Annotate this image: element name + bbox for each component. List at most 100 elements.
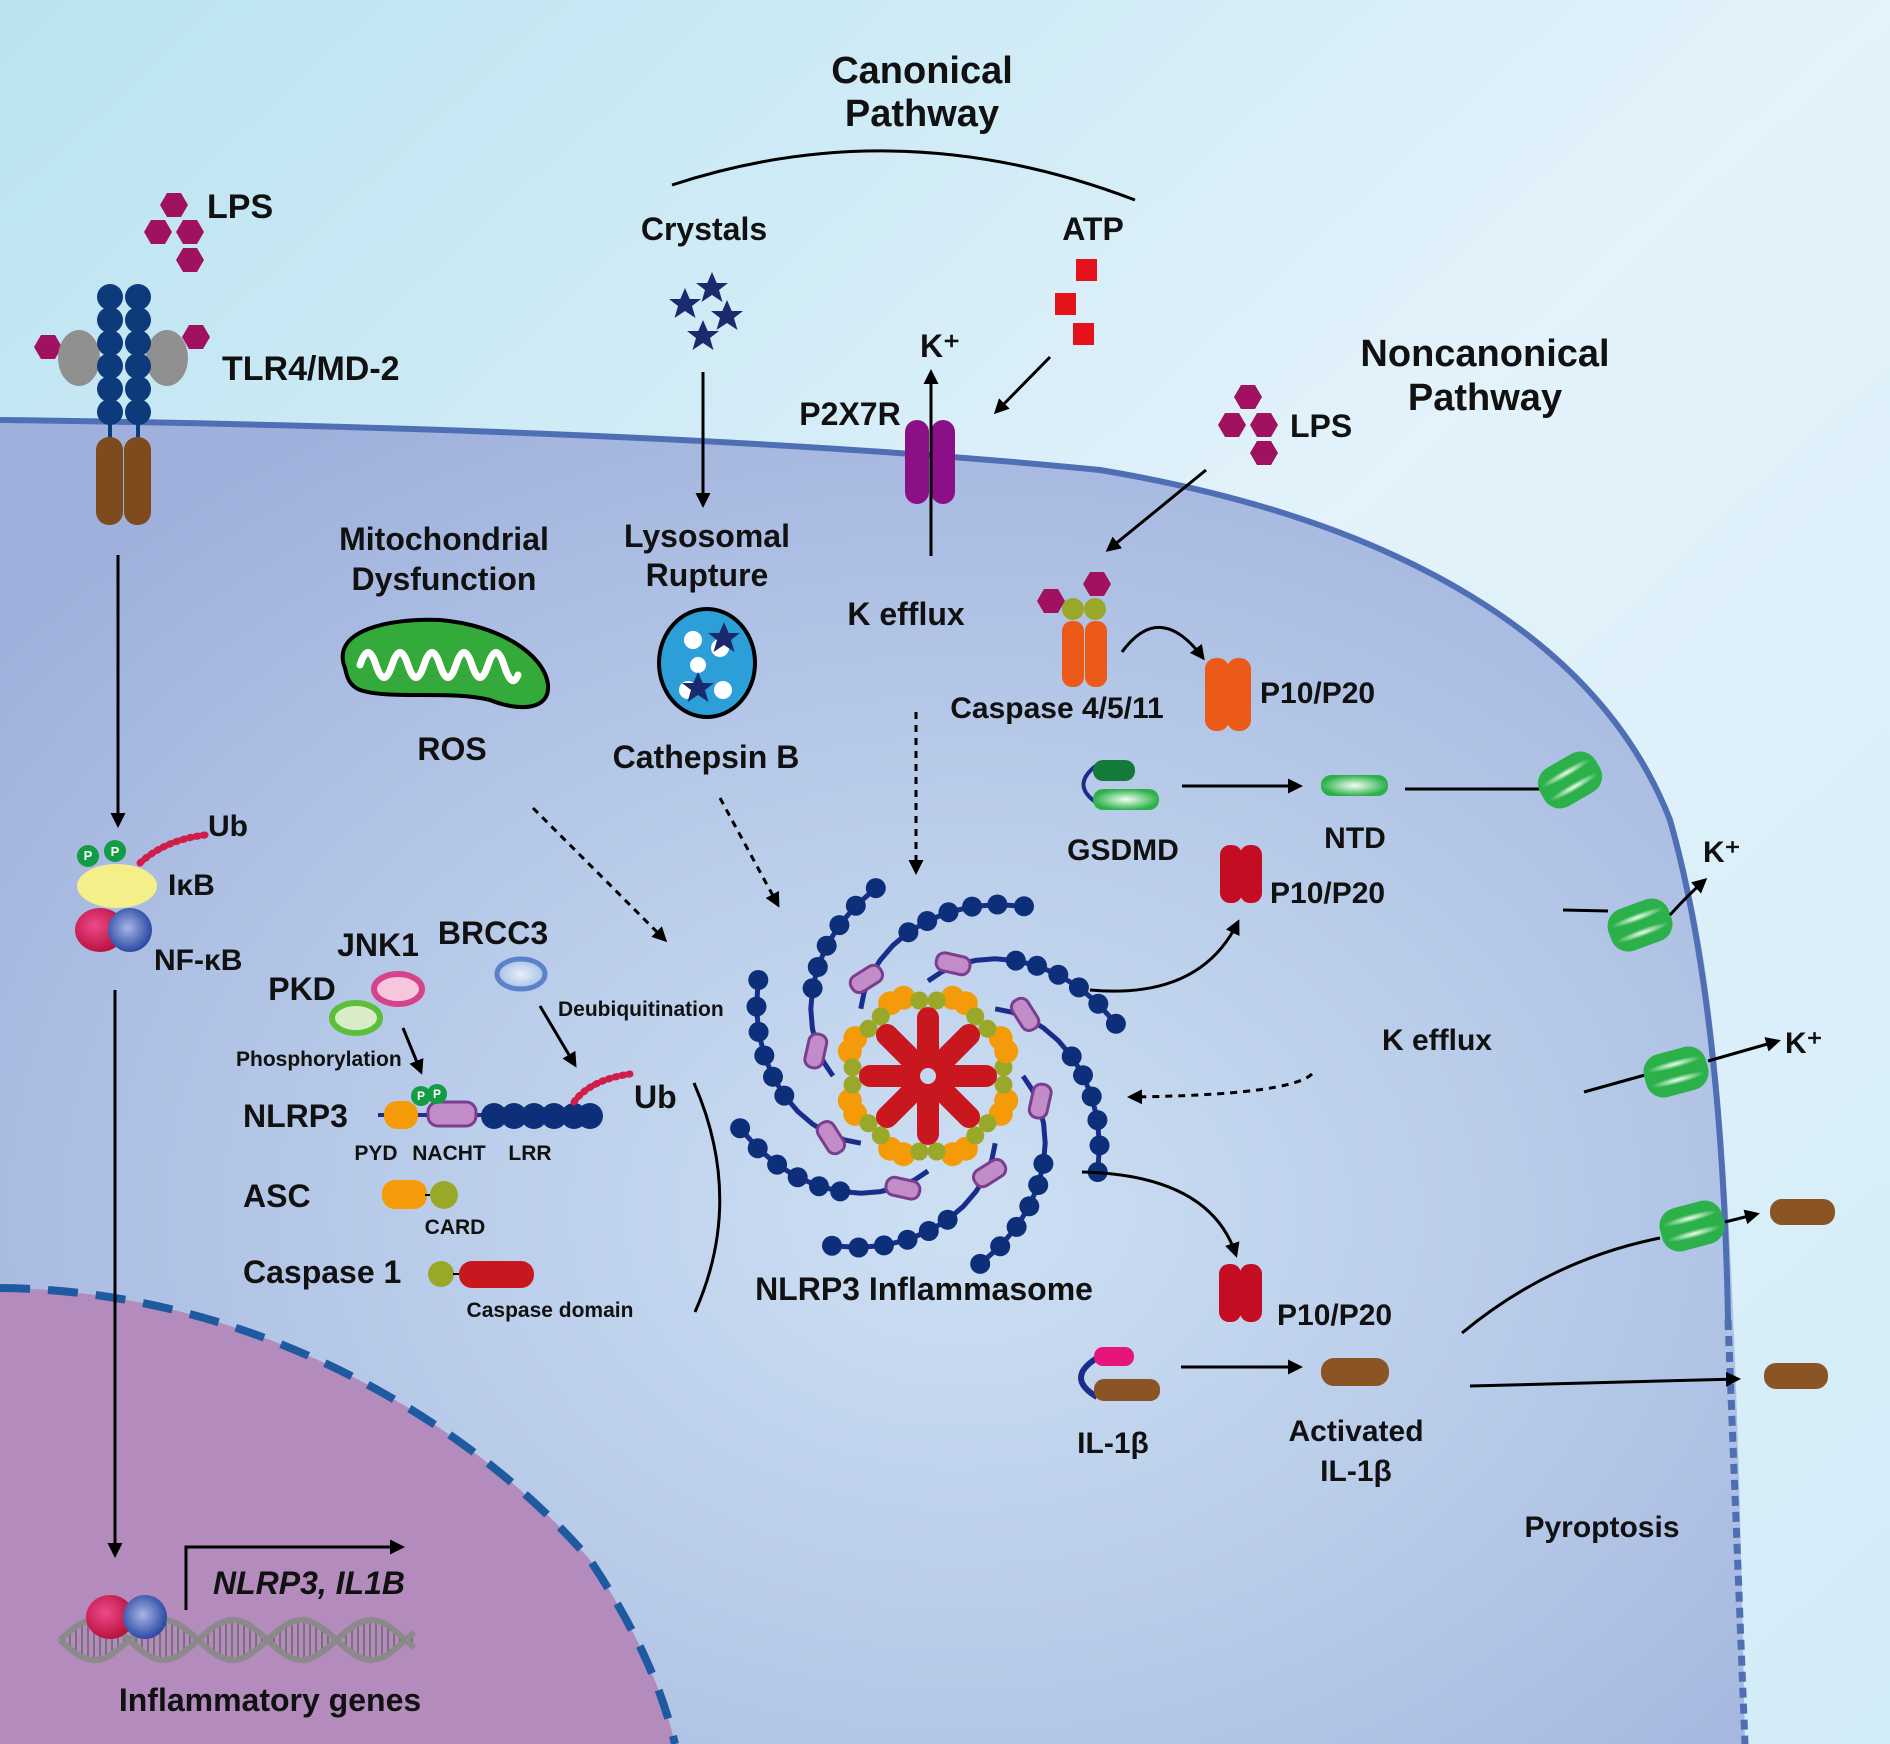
k-plus-label-2: K⁺ xyxy=(1785,1027,1823,1060)
brcc3-label: BRCC3 xyxy=(438,915,548,951)
crystals-label: Crystals xyxy=(641,211,767,247)
lrr-bead xyxy=(1061,1046,1082,1067)
nacht-domain xyxy=(934,951,972,977)
pyroptosis-label: Pyroptosis xyxy=(1524,1511,1679,1544)
pro-il1b-icon xyxy=(1078,1347,1160,1401)
noncanonical-title-line1: Noncanonical xyxy=(1360,333,1609,375)
lrr-bead xyxy=(1089,1135,1110,1156)
lrr-bead xyxy=(1014,896,1034,917)
lrr-bead xyxy=(829,915,850,936)
lrr-bead xyxy=(917,911,938,931)
nacht-domain xyxy=(848,963,885,995)
p10-p20-red-top-icon xyxy=(1220,845,1262,903)
released-il1b-2-icon xyxy=(1764,1363,1828,1389)
caspase1-arm xyxy=(876,1073,931,1128)
pyd-label: PYD xyxy=(354,1142,397,1165)
card-domain xyxy=(843,1075,862,1094)
inflammasome-to-p10p20-top-arrow xyxy=(1089,919,1240,993)
caspase1-arm xyxy=(876,1024,931,1079)
ub-nlrp3-label: Ub xyxy=(634,1079,677,1115)
lrr-bead xyxy=(845,895,866,916)
lrr-bead xyxy=(897,1229,918,1250)
nlrp3-protein-icon xyxy=(378,1070,634,1129)
nacht-domain xyxy=(1009,996,1041,1033)
ikb-nfkb-complex-icon xyxy=(75,831,209,952)
phospho-mark-2: P xyxy=(111,844,120,859)
lrr-bead xyxy=(748,1021,769,1042)
k-efflux-right-label: K efflux xyxy=(1382,1024,1492,1057)
k-plus-out-arrow-2 xyxy=(1707,1037,1781,1063)
lps-right-label: LPS xyxy=(1290,408,1352,444)
assembly-bracket xyxy=(692,1082,722,1313)
k-efflux-top-label: K efflux xyxy=(847,596,965,632)
pkd-icon xyxy=(329,1000,383,1036)
caspase1-arm xyxy=(925,1024,980,1079)
nacht-domain xyxy=(815,1119,847,1156)
lrr-bead xyxy=(1005,950,1026,971)
card-label: CARD xyxy=(425,1216,486,1239)
lysosome-icon xyxy=(657,607,757,719)
lrr-bead xyxy=(990,1236,1011,1257)
nlrp3-label: NLRP3 xyxy=(243,1098,348,1134)
lrr-bead xyxy=(938,902,959,923)
phosphorylation-arrow xyxy=(401,1027,424,1075)
mito-label-line1: Mitochondrial xyxy=(339,521,549,557)
card-domain xyxy=(871,1007,890,1026)
lrr-bead xyxy=(898,922,919,943)
p10-p20-orange-label: P10/P20 xyxy=(1260,677,1375,710)
il1b-to-pore-line xyxy=(1461,1236,1661,1335)
nacht-domain xyxy=(884,1175,922,1201)
lrr-bead xyxy=(1006,1216,1027,1237)
lrr-bead xyxy=(937,1209,958,1230)
lrr-bead xyxy=(730,1118,751,1139)
lrr-bead xyxy=(1048,964,1069,985)
activated-il1b-label-line1: Activated xyxy=(1288,1415,1423,1448)
ntd-icon xyxy=(1321,775,1388,796)
lrr-bead xyxy=(830,1181,851,1202)
lrr-bead xyxy=(807,957,828,977)
lrr-bead xyxy=(787,1167,808,1188)
nfkb-label: NF-κB xyxy=(154,944,242,977)
inflammatory-genes-label: Inflammatory genes xyxy=(119,1682,421,1718)
lps-to-caspase4-arrow xyxy=(1105,468,1207,552)
activated-il1b-icon xyxy=(1321,1358,1389,1386)
p10-p20-red-bottom-icon xyxy=(1219,1264,1262,1322)
card-domain xyxy=(910,1142,929,1161)
nacht-label: NACHT xyxy=(412,1142,486,1165)
dna-strand xyxy=(57,1616,416,1664)
inflammasome-label: NLRP3 Inflammasome xyxy=(755,1271,1093,1307)
transcription-arrow xyxy=(184,1539,405,1610)
card-domain xyxy=(927,1142,946,1161)
jnk1-label: JNK1 xyxy=(337,927,419,963)
card-domain xyxy=(966,1007,985,1026)
lrr-bead xyxy=(1068,977,1089,998)
caspase1-hub xyxy=(920,1068,936,1084)
k-efflux-line-2 xyxy=(1583,1073,1646,1094)
asc-label: ASC xyxy=(243,1178,311,1214)
ikb-label: IκB xyxy=(168,869,215,902)
card-domain xyxy=(859,1114,878,1133)
pyd-domain xyxy=(994,1039,1019,1064)
card-domain xyxy=(859,1019,878,1038)
tlr4-label: TLR4/MD-2 xyxy=(222,350,400,388)
caspase1-protein-icon xyxy=(428,1261,534,1288)
card-domain xyxy=(843,1058,862,1077)
caspase1-label: Caspase 1 xyxy=(243,1254,401,1290)
caspase4-cleavage-arrow xyxy=(1120,625,1205,661)
lrr-bead xyxy=(1028,1175,1049,1195)
ruptured-membrane xyxy=(1724,1319,1749,1744)
card-domain xyxy=(910,991,929,1010)
nfkb-bound-dna-icon xyxy=(86,1595,167,1639)
lysosome-label-line2: Rupture xyxy=(646,557,769,593)
lrr-bead xyxy=(1073,1065,1093,1086)
cathepsin-label: Cathepsin B xyxy=(613,739,800,775)
p10-p20-red-top-label: P10/P20 xyxy=(1270,877,1385,910)
phospho-mark-1: P xyxy=(84,848,93,863)
ntd-label: NTD xyxy=(1324,822,1386,855)
noncanonical-title-line2: Pathway xyxy=(1408,377,1562,419)
lrr-bead xyxy=(848,1237,869,1258)
card-domain xyxy=(966,1126,985,1145)
k-plus-label-1: K⁺ xyxy=(1703,836,1741,869)
card-domain xyxy=(927,991,946,1010)
